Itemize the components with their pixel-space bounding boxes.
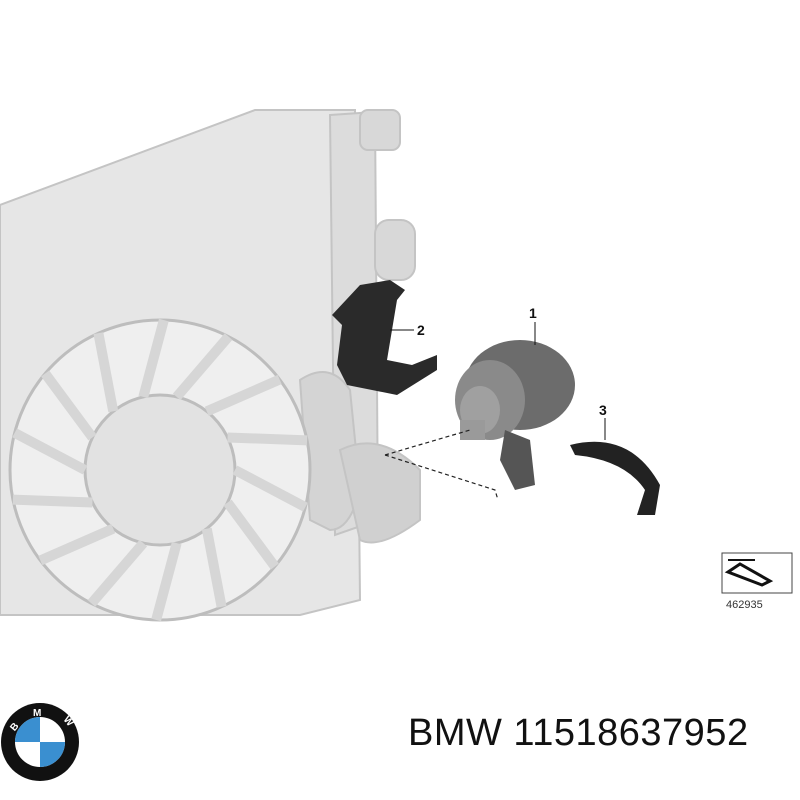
fan-blade <box>223 499 279 570</box>
fan-blade <box>12 494 93 508</box>
bracket-part-2 <box>332 280 437 395</box>
fan-blade <box>201 527 227 608</box>
fan-blade <box>227 432 308 446</box>
clamp-part-3 <box>570 441 660 515</box>
water-pump-part-1 <box>455 340 575 490</box>
svg-text:3: 3 <box>599 402 607 418</box>
fan-blade <box>93 332 119 413</box>
fan-blade <box>204 374 282 416</box>
svg-text:M: M <box>33 708 41 719</box>
fan-blade <box>172 333 233 401</box>
callout-2: 2 <box>390 322 425 338</box>
bmw-logo: M B W <box>1 703 79 781</box>
fan-blade <box>151 541 182 622</box>
callout-1: 1 <box>529 305 537 345</box>
part-number-caption: BMW 11518637952 <box>408 712 749 754</box>
fan-blade <box>12 428 88 475</box>
reference-number: 462935 <box>726 599 763 611</box>
fan-blade <box>87 539 148 607</box>
svg-text:1: 1 <box>529 305 537 321</box>
reference-symbol <box>721 552 793 594</box>
fan-blade <box>232 465 308 512</box>
fan-blade <box>38 524 116 566</box>
fan-blade <box>138 318 169 399</box>
fan-shroud <box>8 318 312 622</box>
callout-3: 3 <box>599 402 607 440</box>
assembly-line <box>384 429 499 501</box>
svg-text:2: 2 <box>417 322 425 338</box>
fan-blade <box>41 370 97 441</box>
